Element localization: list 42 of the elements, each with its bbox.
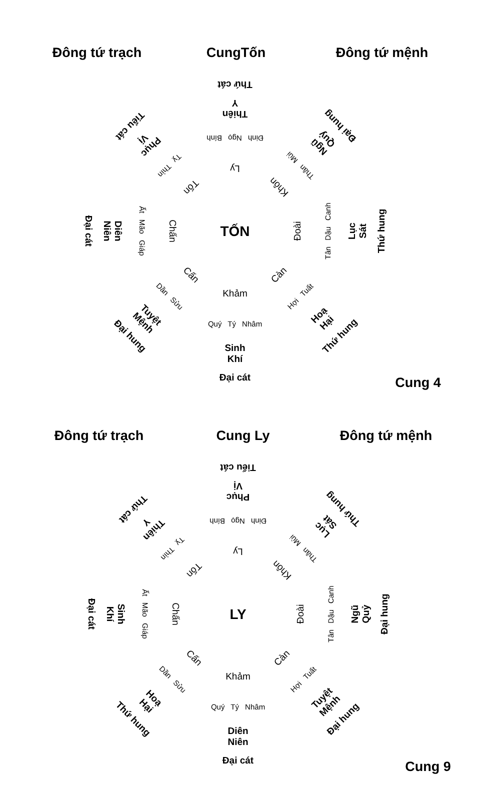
center-label: TỐN <box>220 222 250 240</box>
fortune-label: Đại cát <box>222 756 254 768</box>
fortune-label: Đại cát <box>219 374 251 384</box>
fortune-label: Đại cát <box>84 598 96 630</box>
figure-label: Cung 9 <box>405 759 451 775</box>
trigram-label: Chấn <box>168 602 180 626</box>
fortune-label: Tiểu cát <box>220 460 256 472</box>
star-label: Diên Niên <box>100 220 122 242</box>
trigram-label: Ly <box>233 544 243 556</box>
trigram-label: Tốn <box>183 559 202 578</box>
chart-title: Cung Ly <box>216 428 270 444</box>
trigram-label: Cấn <box>180 266 200 286</box>
trigram-label: Tốn <box>180 176 200 196</box>
fortune-label: Thứ hung <box>378 208 388 254</box>
heading: Đông tứ mệnh <box>336 45 428 61</box>
star-label: Hoạ Hại <box>310 306 337 334</box>
trigram-label: Cấn <box>182 649 203 670</box>
star-label: Sinh Khí <box>103 604 125 624</box>
star-label: Lục Sát <box>313 512 340 539</box>
chart-title: CungTốn <box>206 45 266 61</box>
heading: Đông tứ mệnh <box>340 428 432 444</box>
star-label: Sinh Khí <box>224 344 246 366</box>
heading: Đông tứ trạch <box>54 428 144 444</box>
trigram-label: Chấn <box>166 220 176 242</box>
trigram-label: Khảm <box>226 672 250 684</box>
trigram-label: Ly <box>230 162 240 172</box>
fortune-label: Thứ cát <box>218 78 252 88</box>
heading: Đông tứ trạch <box>52 45 142 61</box>
star-label: Ngũ Quỷ <box>351 604 373 624</box>
trigram-label: Càn <box>270 266 290 286</box>
figure-label: Cung 4 <box>395 375 441 391</box>
trigram-label: Càn <box>273 649 294 670</box>
star-label: Phục Vị <box>226 479 250 501</box>
trigram-label: Khảm <box>222 290 248 300</box>
center-label: LY <box>230 606 246 622</box>
star-label: Lục Sát <box>348 222 370 240</box>
star-label: Thiên Y <box>222 96 248 118</box>
trigram-label: Đoài <box>296 604 308 624</box>
fortune-label: Đại hung <box>380 594 392 634</box>
star-label: Diên Niên <box>228 727 248 749</box>
trigram-label: Đoài <box>294 221 304 241</box>
fortune-label: Đại cát <box>82 215 92 247</box>
